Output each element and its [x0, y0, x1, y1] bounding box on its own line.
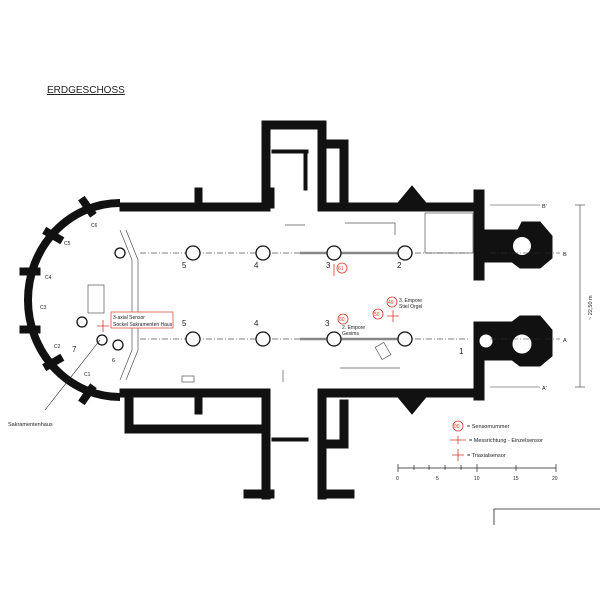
- legend-item: = Messrichtung - Einzelsensor: [469, 438, 543, 444]
- sensor-note: Gesims: [342, 331, 359, 337]
- scale-tick: 5: [436, 476, 439, 482]
- sensor-number: 60: [339, 317, 345, 323]
- sakrament-box-line1: 3-axial Sensor: [113, 315, 145, 321]
- apse-number: 6: [112, 358, 115, 364]
- section-label: A': [542, 386, 547, 392]
- legend-item: = Sensornummer: [467, 424, 510, 430]
- sakrament-box-line2: Sockel Sakramenten Haus: [113, 322, 173, 328]
- legend: 00 = Sensornummer = Messrichtung - Einze…: [450, 420, 543, 461]
- apse-label: C6: [91, 223, 98, 229]
- sensor-number: 61: [338, 266, 344, 272]
- sensor-note: 3. Empore: [399, 298, 422, 304]
- sakrament-box: [110, 311, 174, 329]
- sensor-note: 2. Empore: [342, 325, 365, 331]
- dimension-label: ~ 22,50 m: [588, 295, 594, 320]
- scale-tick: 0: [396, 476, 399, 482]
- apse-label: C5: [64, 241, 71, 247]
- scale-bar: [397, 464, 557, 472]
- bay-number: 5: [182, 319, 187, 328]
- legend-sensor-symbol: 00: [454, 424, 460, 430]
- bay-number: 7: [72, 345, 77, 354]
- sakramentenhaus-label: Sakramentenhaus: [8, 422, 53, 428]
- columns: [76, 245, 413, 351]
- sensor-number: 49: [388, 300, 394, 306]
- bay-number: 4: [254, 319, 259, 328]
- frame-corner: [493, 508, 600, 525]
- bay-number: 2: [397, 261, 402, 270]
- section-label: A: [563, 338, 567, 344]
- legend-item: = Triaxialsensor: [467, 453, 506, 459]
- scale-tick: 15: [513, 476, 519, 482]
- apse-label: C4: [45, 275, 52, 281]
- sensors: 61 60 2. Empore Gesims 49 3. Empore Stie…: [97, 262, 422, 337]
- sensor-number: 50: [374, 312, 380, 318]
- scale-tick: 10: [474, 476, 480, 482]
- apse-label: C1: [84, 372, 91, 378]
- bay-number: 3: [325, 319, 330, 328]
- bay-number: 3: [326, 261, 331, 270]
- scale-tick: 20: [552, 476, 558, 482]
- leader-line: [44, 339, 101, 411]
- section-lines: [490, 204, 585, 388]
- bay-number: 5: [182, 261, 187, 270]
- plan-title: ERDGESCHOSS: [47, 85, 125, 96]
- walls: [19, 120, 553, 500]
- apse-label: C2: [54, 344, 61, 350]
- bay-number: 1: [459, 347, 464, 356]
- bay-number: 4: [254, 261, 259, 270]
- apse-label: C3: [40, 305, 47, 311]
- sensor-note: Stiel Orgel: [399, 304, 422, 310]
- section-label: B: [563, 252, 567, 258]
- section-label: B': [542, 204, 547, 210]
